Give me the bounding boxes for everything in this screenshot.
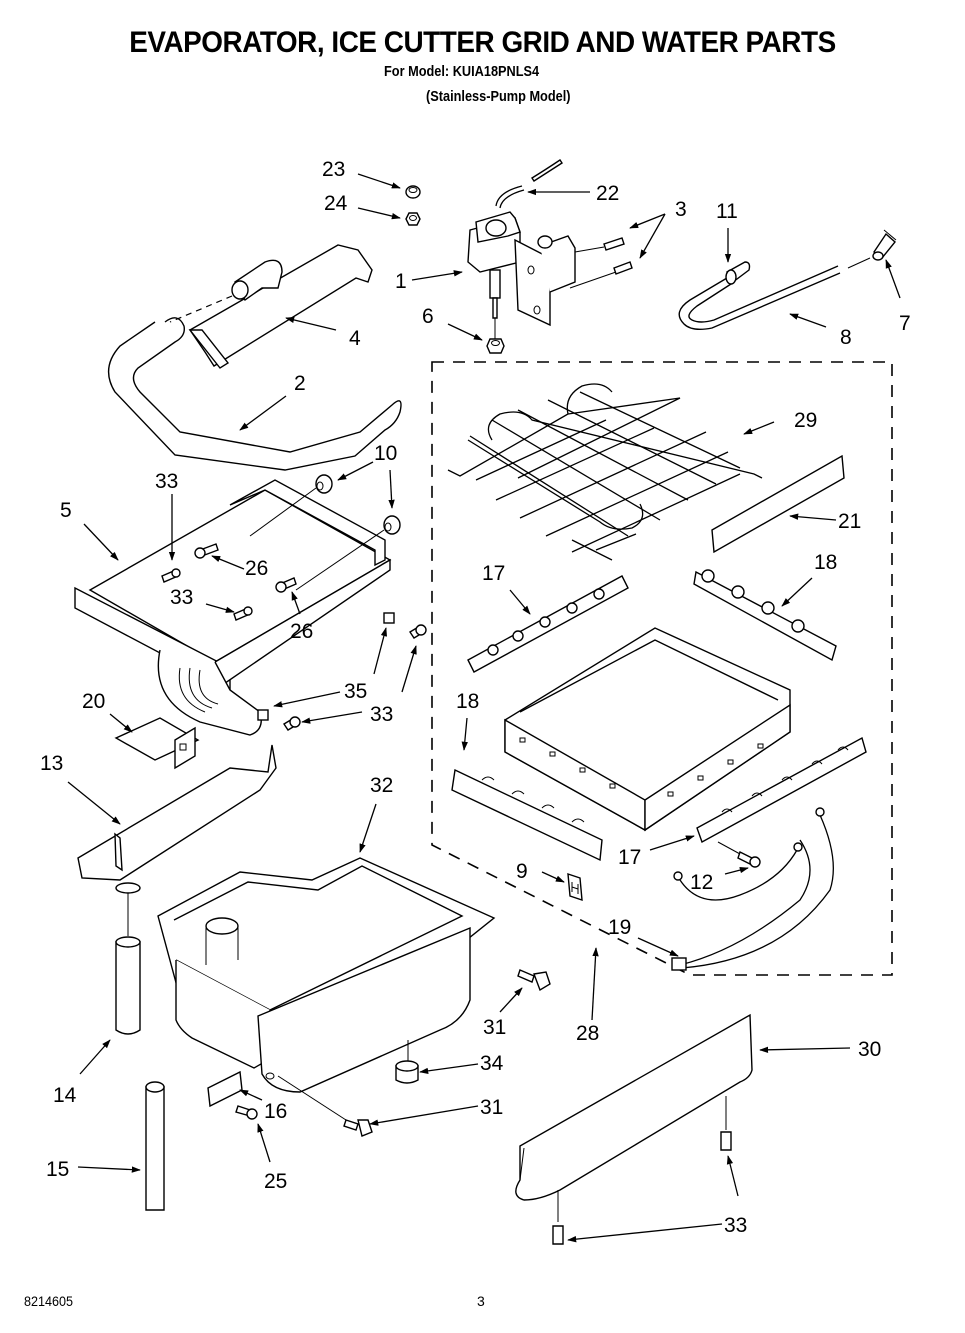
callout-29: 29	[794, 409, 817, 432]
callout-26-b: 26	[290, 620, 313, 643]
insulation-strip-part-21[interactable]	[711, 454, 845, 554]
callout-33-d: 33	[724, 1214, 747, 1237]
water-trough-part-13[interactable]	[77, 744, 277, 936]
callout-17-a: 17	[482, 562, 505, 585]
callout-1: 1	[395, 270, 407, 293]
callout-34: 34	[480, 1052, 504, 1075]
grommets-part-10[interactable]	[249, 474, 401, 591]
ground-screw-part-12[interactable]	[717, 841, 761, 868]
water-valve-part-1[interactable]	[467, 211, 576, 327]
callout-20: 20	[82, 690, 105, 713]
cutter-grid-support-part-17-lower[interactable]	[696, 736, 867, 844]
inlet-tube-part-8[interactable]	[678, 265, 841, 331]
water-tube-part-2[interactable]	[107, 317, 402, 471]
callout-18-a: 18	[814, 551, 837, 574]
callout-18-b: 18	[456, 690, 479, 713]
callout-labels: 23 24 22 3 11 1 6 4 8 7 2 29 10 33 5 21 …	[40, 158, 911, 1237]
cutter-grid-support-part-18-lower[interactable]	[451, 768, 603, 862]
water-distributor-part-4[interactable]	[169, 244, 373, 369]
drain-tube-part-14[interactable]	[115, 936, 141, 1035]
callout-31-b: 31	[480, 1096, 503, 1119]
clips-part-35[interactable]	[257, 612, 395, 721]
callout-13: 13	[40, 752, 63, 775]
page-number: 3	[477, 1293, 485, 1309]
tube-fitting-part-7[interactable]	[847, 229, 897, 269]
callout-11: 11	[716, 200, 738, 223]
nut-part-24[interactable]	[405, 212, 421, 226]
cutter-grid-assembly-boundary	[431, 361, 893, 976]
valve-tube-part-22[interactable]	[495, 159, 563, 209]
callout-35: 35	[344, 680, 367, 703]
cutter-grid-support-part-17-upper[interactable]	[467, 575, 629, 673]
callout-23: 23	[322, 158, 345, 181]
leader-arrows	[67, 173, 901, 1243]
callout-15: 15	[46, 1158, 69, 1181]
document-number: 8214605	[24, 1293, 74, 1309]
screw-part-25[interactable]	[235, 1105, 258, 1120]
cutter-grid-support-part-18-upper[interactable]	[693, 569, 837, 662]
overflow-tube-part-15[interactable]	[145, 1081, 165, 1211]
cutter-grid-wire-part-29[interactable]	[447, 383, 763, 561]
callout-3: 3	[675, 198, 687, 221]
callout-16: 16	[264, 1100, 287, 1123]
callout-25: 25	[264, 1170, 287, 1193]
callout-17-b: 17	[618, 846, 641, 869]
callout-31-a: 31	[483, 1016, 506, 1039]
evaporator-assembly-part-5[interactable]	[74, 479, 392, 736]
callout-2: 2	[294, 372, 306, 395]
callout-4: 4	[349, 327, 361, 350]
screws-part-31[interactable]	[277, 969, 551, 1137]
valve-screws-part-3[interactable]	[569, 237, 633, 289]
float-part-34[interactable]	[395, 1040, 419, 1084]
deflector-part-30[interactable]	[515, 1013, 753, 1222]
callout-9: 9	[516, 860, 528, 883]
variant-line: (Stainless-Pump Model)	[426, 88, 571, 105]
callout-12: 12	[690, 871, 713, 894]
callout-5: 5	[60, 499, 72, 522]
callout-33-a: 33	[155, 470, 178, 493]
fitting-part-23[interactable]	[405, 185, 421, 199]
callout-33-c: 33	[370, 703, 393, 726]
callout-24: 24	[324, 192, 348, 215]
tube-connector-part-11[interactable]	[725, 261, 751, 285]
callout-28: 28	[576, 1022, 599, 1045]
wire-harness-part-19[interactable]	[671, 807, 834, 971]
screws-part-33-deflector[interactable]	[552, 1131, 732, 1245]
mounting-bracket-part-20[interactable]	[114, 717, 200, 770]
callout-26-a: 26	[245, 557, 268, 580]
callout-22: 22	[596, 182, 619, 205]
valve-nut-part-6[interactable]	[486, 318, 505, 354]
callout-10: 10	[374, 442, 397, 465]
clip-part-9[interactable]	[567, 872, 583, 902]
callout-6: 6	[422, 305, 434, 328]
model-line: For Model: KUIA18PNLS4	[384, 63, 540, 80]
callout-7: 7	[899, 312, 911, 335]
callout-8: 8	[840, 326, 852, 349]
bracket-part-16[interactable]	[207, 1070, 243, 1108]
callout-14: 14	[53, 1084, 77, 1107]
callout-32: 32	[370, 774, 393, 797]
water-reservoir-part-32[interactable]	[157, 857, 496, 1093]
callout-33-b: 33	[170, 586, 193, 609]
callout-19: 19	[608, 916, 631, 939]
callout-21: 21	[838, 510, 861, 533]
page-title: EVAPORATOR, ICE CUTTER GRID AND WATER PA…	[129, 26, 836, 59]
callout-30: 30	[858, 1038, 881, 1061]
screws-part-26[interactable]	[194, 543, 297, 593]
screws-part-33-evaporator[interactable]	[161, 568, 427, 731]
cutter-grid-frame[interactable]	[504, 627, 791, 832]
